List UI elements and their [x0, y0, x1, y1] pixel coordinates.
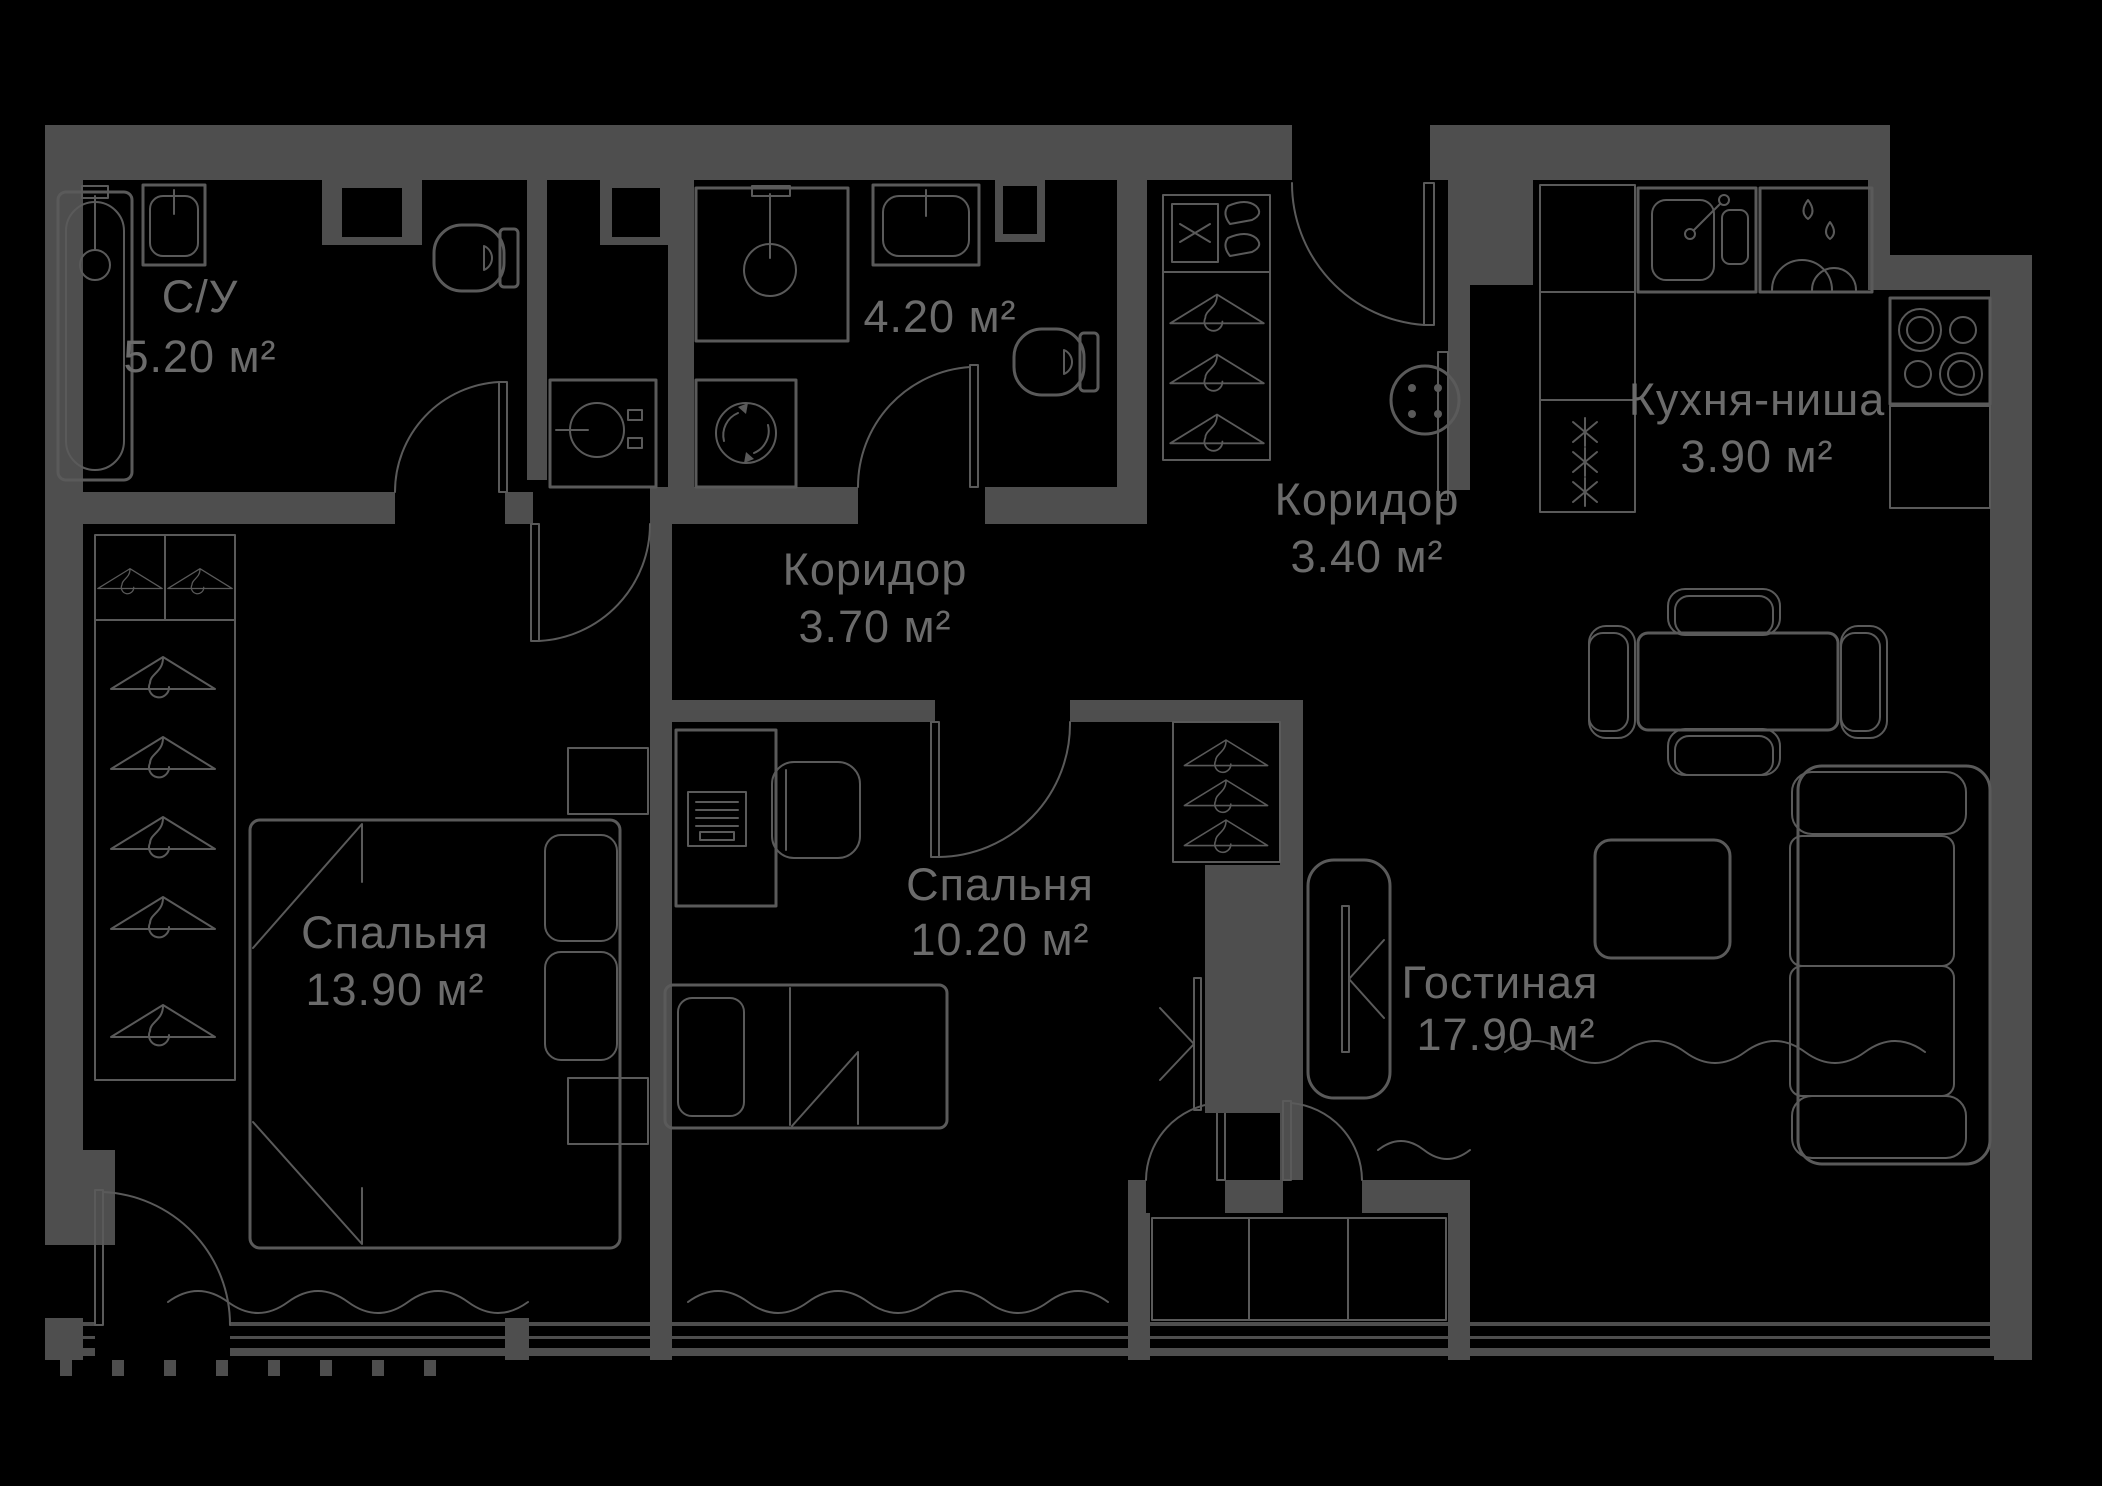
wall-loggia-pier — [1128, 1213, 1150, 1325]
wall-corridor-south — [1070, 700, 1303, 722]
bathroom-main-door-swing-icon — [393, 381, 508, 493]
wall-loggia — [1362, 1180, 1470, 1213]
wall-corridor-south — [672, 700, 935, 722]
kitchen-sink-icon — [1636, 186, 1758, 294]
room-label-bathroom-guest: 4.20 м² — [863, 291, 1016, 342]
wall-top-right — [1430, 125, 1890, 180]
room-label-hallway: Коридор 3.40 м² — [1275, 474, 1460, 582]
water-drops-icon — [1825, 221, 1835, 240]
svg-text:3.40 м²: 3.40 м² — [1290, 531, 1443, 582]
doors — [94, 182, 1435, 1326]
svg-text:Гостиная: Гостиная — [1402, 957, 1599, 1008]
freezer-icon — [1572, 417, 1598, 507]
bedroom-second-door-swing-icon — [930, 721, 1072, 858]
shower-tray-icon — [548, 378, 658, 489]
round-table-icon — [1389, 351, 1461, 501]
svg-text:Коридор: Коридор — [1275, 474, 1460, 525]
wall-bath-south — [505, 492, 533, 524]
wall-west-pier — [45, 1150, 115, 1245]
bedroom-master-door-swing-icon — [530, 523, 652, 642]
wall-bedroom2-east — [1280, 700, 1303, 1180]
laptop-icon — [687, 791, 747, 847]
wall-top-left — [45, 125, 1292, 180]
toilet-icon — [432, 223, 520, 293]
bathroom-guest-door-swing-icon — [856, 364, 979, 488]
svg-text:Спальня: Спальня — [301, 907, 489, 958]
shoes-icon — [1224, 233, 1261, 257]
pillow-icon — [677, 997, 745, 1117]
window-band — [45, 1318, 2032, 1376]
svg-text:Кухня-ниша: Кухня-ниша — [1629, 374, 1886, 425]
wall-kitchen — [1448, 285, 1470, 490]
walls — [45, 125, 2032, 1376]
room-labels: С/У 5.20 м² 4.20 м² Коридор 3.40 м² Кухн… — [123, 271, 1886, 1060]
svg-text:5.20 м²: 5.20 м² — [123, 331, 276, 382]
svg-text:С/У: С/У — [162, 271, 239, 322]
kitchen-cabinet-icon — [1539, 184, 1636, 513]
wardrobe-icon — [94, 534, 236, 1081]
loggia-glazing — [1151, 1217, 1447, 1321]
sink-icon — [141, 183, 207, 267]
svg-text:3.70 м²: 3.70 м² — [798, 601, 951, 652]
wall-bedroom1-east — [650, 492, 672, 1322]
rug-icon — [1593, 838, 1732, 960]
nightstand-icon — [567, 747, 649, 815]
wall-bath-south — [83, 492, 395, 524]
desk-icon — [674, 728, 861, 908]
room-label-bedroom-master: Спальня 13.90 м² — [301, 907, 489, 1015]
water-drops-icon — [1802, 199, 1814, 220]
room-label-kitchen: Кухня-ниша 3.90 м² — [1629, 374, 1886, 482]
pillow-icon — [544, 834, 618, 942]
chair-icon — [771, 761, 861, 859]
dining-table-icon — [1588, 588, 1888, 776]
toilet-icon — [1012, 327, 1100, 397]
room-label-living-room: Гостиная 17.90 м² — [1402, 957, 1599, 1060]
stove-icon — [1888, 296, 1992, 509]
tv-icon — [1159, 977, 1202, 1111]
svg-text:13.90 м²: 13.90 м² — [305, 964, 484, 1015]
bathtub-icon — [56, 185, 134, 482]
svg-text:3.90 м²: 3.90 м² — [1680, 431, 1833, 482]
svg-text:10.20 м²: 10.20 м² — [910, 914, 1089, 965]
wall-loggia — [1128, 1180, 1146, 1213]
dish-drying-icon — [1758, 186, 1874, 294]
wall-wc-stub — [527, 180, 547, 480]
shower-cabin-icon — [694, 185, 850, 343]
svg-text:17.90 м²: 17.90 м² — [1416, 1009, 1595, 1060]
entry-wardrobe-icon — [1162, 194, 1271, 461]
sofa-icon — [1789, 764, 1992, 1166]
wall-east — [1990, 255, 2032, 1355]
room-label-corridor: Коридор 3.70 м² — [783, 544, 968, 652]
cabinet-icon — [1205, 865, 1280, 1113]
sink-icon — [871, 183, 981, 267]
tv-icon — [1306, 858, 1392, 1100]
kitchen-counter-icon — [1889, 405, 1991, 509]
hat-box-icon — [1171, 203, 1219, 263]
wall-kitchen — [1448, 180, 1533, 285]
svg-text:Спальня: Спальня — [906, 859, 1094, 910]
wall-loggia-pier — [1448, 1213, 1470, 1325]
wall-loggia — [1225, 1180, 1283, 1213]
svg-text:Коридор: Коридор — [783, 544, 968, 595]
entrance-door-swing-icon — [1290, 182, 1435, 326]
washing-machine-icon — [694, 378, 798, 489]
wardrobe-icon — [1172, 721, 1281, 863]
wall-bath-divider — [668, 180, 694, 513]
shoes-icon — [1224, 201, 1261, 225]
svg-text:4.20 м²: 4.20 м² — [863, 291, 1016, 342]
double-bed-icon — [248, 818, 622, 1250]
wall-bath-east — [1117, 180, 1147, 513]
loggia-door-right-swing-icon — [1282, 1100, 1363, 1181]
single-bed-icon — [663, 983, 949, 1130]
wall-west — [45, 125, 83, 1245]
nightstand-icon — [567, 1077, 649, 1145]
room-label-bedroom-second: Спальня 10.20 м² — [906, 859, 1094, 965]
balcony-door-swing-icon — [94, 1189, 232, 1326]
room-label-bathroom-main: С/У 5.20 м² — [123, 271, 276, 382]
curtain-icon — [167, 1040, 1926, 1314]
furniture — [56, 183, 1992, 1314]
pillow-icon — [544, 951, 618, 1061]
